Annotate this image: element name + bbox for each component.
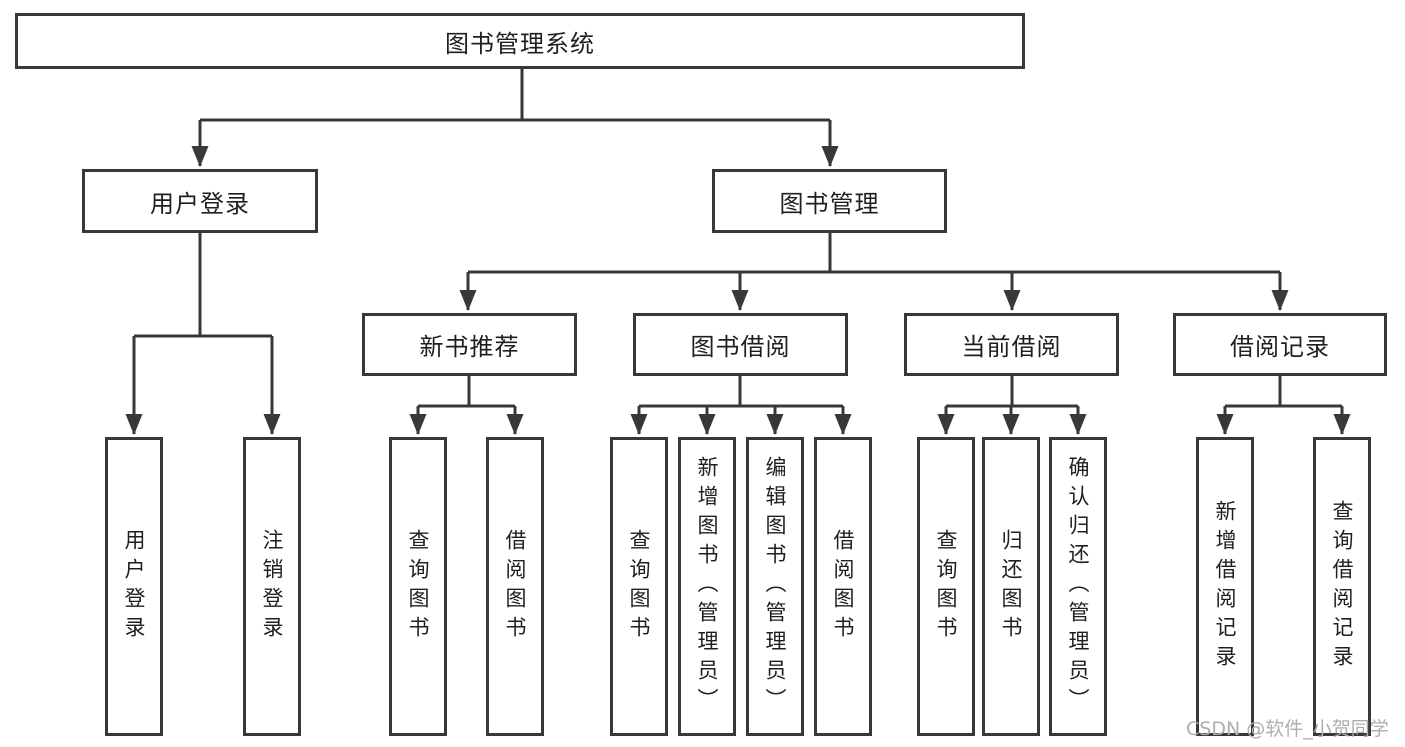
- leaf-return-books-label: 归还图书: [999, 528, 1023, 645]
- leaf-logout-label: 注销登录: [260, 528, 284, 645]
- node-root-label: 图书管理系统: [445, 29, 595, 58]
- node-user-login-label: 用户登录: [150, 189, 250, 218]
- node-book-borrowing: 图书借阅: [633, 313, 848, 376]
- node-borrowing-records-label: 借阅记录: [1230, 333, 1330, 361]
- node-book-borrowing-label: 图书借阅: [690, 333, 791, 361]
- leaf-borrow-books: 借阅图书: [814, 437, 872, 736]
- node-root: 图书管理系统: [15, 13, 1025, 69]
- leaf-query-books-current-label: 查询图书: [934, 528, 958, 645]
- leaf-query-books-current: 查询图书: [917, 437, 975, 736]
- leaf-edit-book-admin-label: 编辑图书（管理员）: [763, 456, 787, 717]
- watermark: CSDN @软件_小贺同学: [1186, 718, 1389, 740]
- leaf-query-books-recommend-label: 查询图书: [406, 528, 430, 645]
- leaf-confirm-return-admin-label: 确认归还（管理员）: [1066, 456, 1090, 717]
- node-book-management: 图书管理: [712, 169, 947, 233]
- leaf-add-book-admin-label: 新增图书（管理员）: [695, 456, 719, 717]
- node-user-login: 用户登录: [82, 169, 318, 233]
- node-book-management-label: 图书管理: [779, 189, 880, 218]
- leaf-query-borrow-record-label: 查询借阅记录: [1330, 499, 1354, 674]
- leaf-user-login: 用户登录: [105, 437, 163, 736]
- node-new-book-recommend: 新书推荐: [362, 313, 577, 376]
- leaf-borrow-books-recommend: 借阅图书: [486, 437, 544, 736]
- node-new-book-recommend-label: 新书推荐: [419, 333, 520, 361]
- node-current-borrowing-label: 当前借阅: [961, 333, 1062, 361]
- leaf-add-book-admin: 新增图书（管理员）: [678, 437, 736, 736]
- leaf-return-books: 归还图书: [982, 437, 1040, 736]
- leaf-query-books-borrow-label: 查询图书: [627, 528, 651, 645]
- node-current-borrowing: 当前借阅: [904, 313, 1119, 376]
- leaf-logout: 注销登录: [243, 437, 301, 736]
- leaf-add-borrow-record-label: 新增借阅记录: [1213, 499, 1237, 674]
- leaf-edit-book-admin: 编辑图书（管理员）: [746, 437, 804, 736]
- leaf-add-borrow-record: 新增借阅记录: [1196, 437, 1254, 736]
- leaf-borrow-books-recommend-label: 借阅图书: [503, 528, 527, 645]
- leaf-borrow-books-label: 借阅图书: [831, 528, 855, 645]
- leaf-query-borrow-record: 查询借阅记录: [1313, 437, 1371, 736]
- leaf-user-login-label: 用户登录: [122, 528, 146, 645]
- leaf-query-books-recommend: 查询图书: [389, 437, 447, 736]
- leaf-confirm-return-admin: 确认归还（管理员）: [1049, 437, 1107, 736]
- leaf-query-books-borrow: 查询图书: [610, 437, 668, 736]
- node-borrowing-records: 借阅记录: [1173, 313, 1387, 376]
